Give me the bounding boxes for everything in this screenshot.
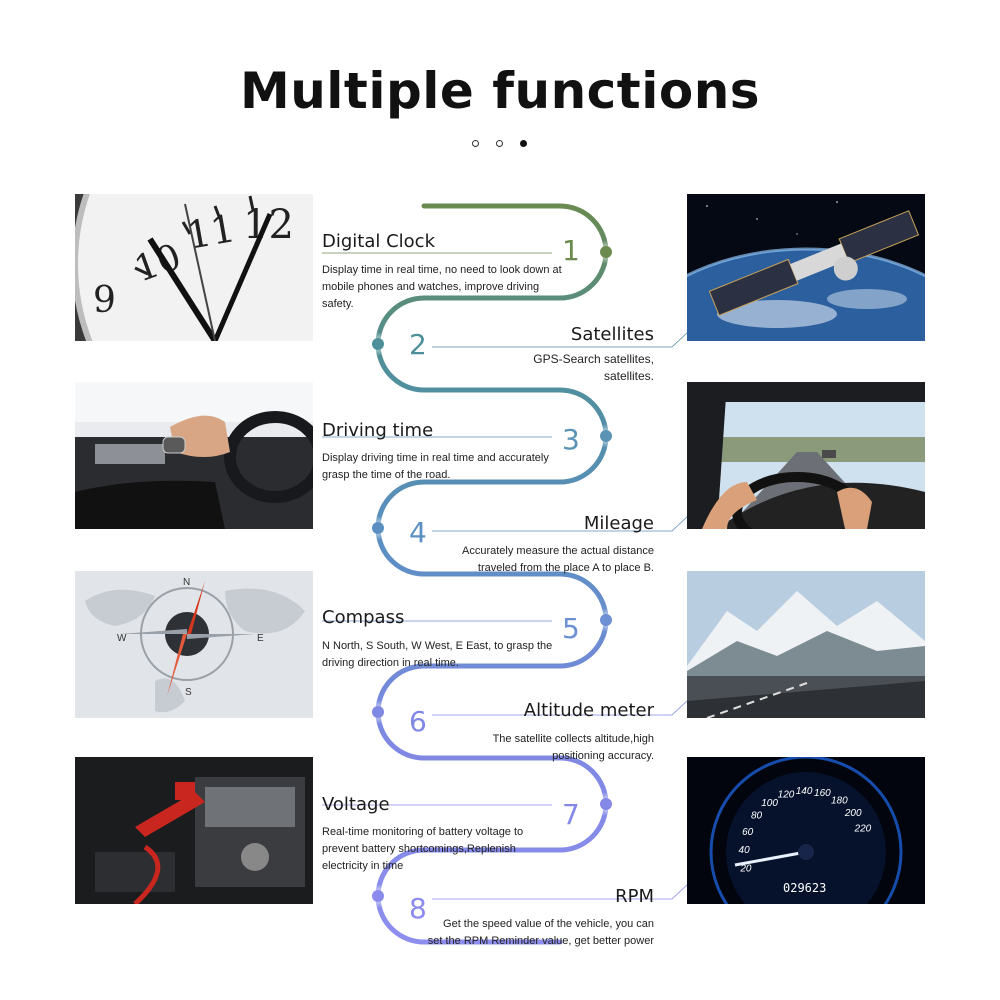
engine-battery-photo [75, 757, 313, 904]
feature-number: 3 [562, 423, 580, 456]
feature-number: 7 [562, 798, 580, 831]
feature-label: Mileage [583, 513, 654, 534]
feature-desc: N North, S South, W West, E East, to gra… [322, 640, 553, 669]
feature-label: Altitude meter [523, 700, 654, 721]
connector-line [432, 515, 689, 532]
node-dot [372, 890, 384, 902]
feature-label: Driving time [322, 420, 434, 441]
speed-tick-label: 140 [796, 786, 813, 797]
connector-line [432, 331, 689, 348]
feature-label: Voltage [322, 794, 390, 815]
node-dot [372, 522, 384, 534]
feature-label: Compass [322, 607, 405, 628]
dot-empty-icon [496, 140, 503, 147]
speed-tick-label: 60 [742, 827, 754, 838]
clock-numeral: 11 [183, 206, 238, 258]
compass-photo: N S W E [75, 571, 313, 718]
feature-label: Satellites [570, 324, 654, 345]
compass-letter: E [257, 633, 264, 644]
clock-numeral: 12 [243, 202, 294, 248]
feature-desc: Real-time monitoring of battery voltage … [322, 826, 524, 872]
feature-desc: GPS-Search satellites,satellites. [533, 352, 654, 383]
node-dot [372, 338, 384, 350]
node-dot [600, 430, 612, 442]
odometer-readout: 029623 [783, 881, 826, 895]
feature-desc: Display time in real time, no need to lo… [322, 264, 562, 310]
feature-desc: Get the speed value of the vehicle, you … [427, 918, 654, 947]
node-dot [600, 798, 612, 810]
dot-filled-icon [520, 140, 527, 147]
feature-label: RPM [615, 886, 654, 907]
feature-number: 6 [409, 705, 427, 738]
speed-tick-label: 200 [844, 808, 862, 819]
node-dot [372, 706, 384, 718]
clock-numeral: 9 [93, 280, 116, 321]
feature-number: 1 [562, 234, 580, 267]
node-dot [600, 614, 612, 626]
feature-number: 4 [409, 516, 427, 549]
speed-tick-label: 160 [814, 788, 831, 799]
mountain-road-photo [687, 571, 925, 718]
speed-tick-label: 100 [761, 798, 778, 809]
pagination-dots [468, 138, 532, 150]
connector-line [432, 699, 689, 716]
feature-number: 5 [562, 612, 580, 645]
connector-line [432, 883, 689, 900]
feature-label: Digital Clock [322, 231, 436, 252]
speed-tick-label: 180 [831, 796, 848, 807]
node-dot [600, 246, 612, 258]
road-driving-photo [687, 382, 925, 529]
compass-letter: N [183, 577, 190, 588]
speed-tick-label: 20 [739, 863, 752, 874]
compass-letter: S [185, 687, 192, 698]
steering-wheel-photo [75, 382, 313, 529]
compass-letter: W [117, 633, 127, 644]
feature-number: 8 [409, 892, 427, 925]
speed-tick-label: 120 [778, 789, 795, 800]
satellite-photo [687, 194, 925, 341]
page-title: Multiple functions [239, 62, 761, 120]
dot-empty-icon [472, 140, 479, 147]
speed-tick-label: 40 [739, 845, 751, 856]
feature-number: 2 [409, 328, 427, 361]
clock-photo: 9 10 11 12 [75, 194, 313, 341]
feature-desc: Display driving time in real time and ac… [322, 452, 549, 481]
speed-tick-label: 80 [751, 811, 763, 822]
speed-tick-label: 220 [854, 824, 872, 835]
